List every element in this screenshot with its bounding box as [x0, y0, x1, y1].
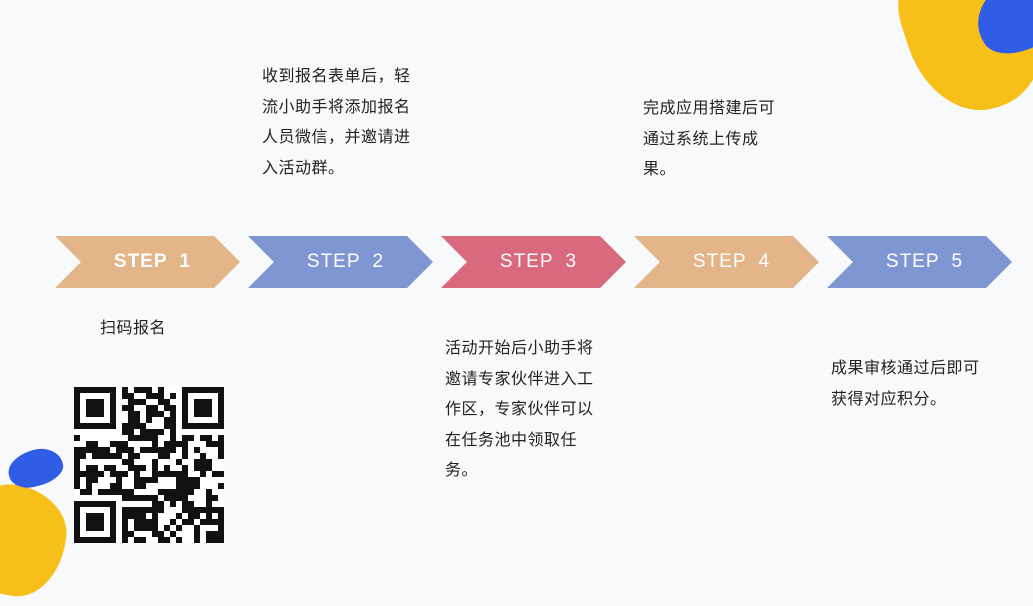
step-3-number: 3: [565, 251, 578, 272]
step-2-word: STEP: [306, 251, 361, 272]
step-4-word: STEP: [692, 251, 747, 272]
step-3-word: STEP: [499, 251, 554, 272]
step-5-word: STEP: [885, 251, 940, 272]
step-5-number: 5: [951, 251, 964, 272]
step-5-description: 成果审核通过后即可 获得对应积分。: [831, 358, 980, 408]
step-4-description: 完成应用搭建后可 通过系统上传成 果。: [643, 98, 776, 178]
step-2-arrow: STEP 2: [248, 236, 433, 288]
step-4-arrow: STEP 4: [634, 236, 819, 288]
step-3-arrow: STEP 3: [441, 236, 626, 288]
step-1-word: STEP: [113, 251, 168, 272]
decor-blob-yellow-bottom-left: [0, 476, 74, 604]
step-5-arrow: STEP 5: [827, 236, 1012, 288]
step-3-description: 活动开始后小助手将 邀请专家伙伴进入工 作区，专家伙伴可以 在任务池中领取任 务…: [445, 338, 594, 479]
step-1-number: 1: [179, 251, 192, 272]
qr-code-icon[interactable]: [74, 387, 224, 543]
step-2-description: 收到报名表单后，轻 流小助手将添加报名 人员微信，并邀请进 入活动群。: [262, 66, 411, 177]
step-1-description: 扫码报名: [100, 318, 167, 337]
step-1-arrow: STEP 1: [55, 236, 240, 288]
step-4-number: 4: [758, 251, 771, 272]
step-2-number: 2: [372, 251, 385, 272]
